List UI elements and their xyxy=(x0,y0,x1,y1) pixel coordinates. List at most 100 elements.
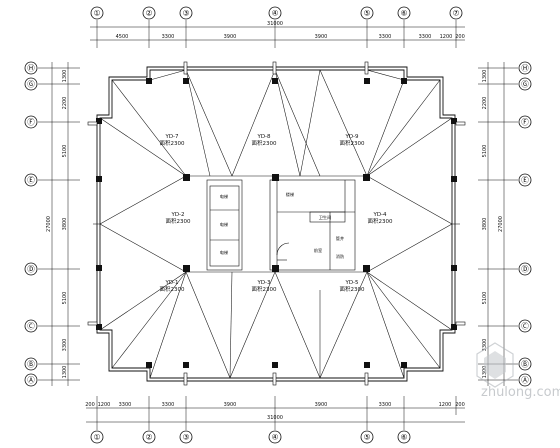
top-dim: 3300 xyxy=(379,34,392,40)
svg-text:⑦: ⑦ xyxy=(453,9,460,18)
left-dim: 3800 xyxy=(62,218,68,231)
watermark: zhulong.com xyxy=(476,342,560,400)
zone-division-lines xyxy=(93,69,460,379)
row-bubble-F-right: Ⓕ xyxy=(518,115,532,129)
svg-text:Ⓔ: Ⓔ xyxy=(27,176,35,185)
svg-text:Ⓕ: Ⓕ xyxy=(521,118,529,127)
svg-text:面积2300: 面积2300 xyxy=(368,218,393,225)
row-bubble-C-right: Ⓒ xyxy=(518,319,532,333)
zone-label: YD-4 面积2300 xyxy=(368,212,393,225)
room-label: 消防 xyxy=(336,253,344,260)
bottom-dim: 3300 xyxy=(119,402,132,408)
svg-text:Ⓑ: Ⓑ xyxy=(27,360,35,369)
structural-columns xyxy=(96,78,457,368)
svg-text:⑥: ⑥ xyxy=(401,9,408,18)
svg-text:YD-3: YD-3 xyxy=(256,280,271,286)
top-column-bubbles: ① ② ③ ④ ⑤ ⑥ ⑦ xyxy=(90,6,463,20)
column-bubble-2-bottom: ② xyxy=(142,430,156,444)
svg-text:面积2300: 面积2300 xyxy=(340,140,365,147)
right-dim: 5100 xyxy=(482,292,488,305)
svg-text:①: ① xyxy=(94,433,101,442)
bottom-dim: 1200 xyxy=(439,402,452,408)
bottom-dim: 200 xyxy=(85,402,95,408)
column-bubble-6-bottom: ⑥ xyxy=(397,430,411,444)
left-dim: 1300 xyxy=(62,70,68,83)
row-bubble-D-right: Ⓓ xyxy=(518,262,532,276)
watermark-logo-icon xyxy=(476,342,514,388)
svg-text:YD-5: YD-5 xyxy=(344,280,359,286)
row-bubble-A-right: Ⓐ xyxy=(518,373,532,387)
column-bubble-4-bottom: ④ xyxy=(268,430,282,444)
svg-text:④: ④ xyxy=(272,433,279,442)
svg-text:YD-1: YD-1 xyxy=(164,280,178,286)
svg-text:Ⓐ: Ⓐ xyxy=(521,376,529,385)
building-outline xyxy=(96,66,456,382)
svg-text:Ⓐ: Ⓐ xyxy=(27,376,35,385)
left-total-dimension: 27000 xyxy=(46,216,52,232)
column-bubble-1-bottom: ① xyxy=(90,430,104,444)
svg-text:YD-7: YD-7 xyxy=(164,134,179,140)
svg-text:面积2300: 面积2300 xyxy=(252,140,277,147)
svg-text:Ⓗ: Ⓗ xyxy=(27,64,35,73)
svg-text:Ⓒ: Ⓒ xyxy=(27,322,35,331)
zone-label: YD-8 面积2300 xyxy=(252,134,277,147)
bottom-column-bubbles: ① ② ③ ④ ⑤ ⑥ xyxy=(90,430,411,444)
top-segment-dimensions: 4500 3300 3900 3900 3300 3300 1200 200 xyxy=(116,34,465,40)
svg-text:YD-2: YD-2 xyxy=(170,212,184,218)
svg-text:①: ① xyxy=(94,9,101,18)
left-dim: 3300 xyxy=(62,339,68,352)
svg-text:面积2300: 面积2300 xyxy=(166,218,191,225)
column-bubble-3-bottom: ③ xyxy=(179,430,193,444)
svg-text:YD-8: YD-8 xyxy=(256,134,271,140)
row-bubble-E-right: Ⓔ xyxy=(518,173,532,187)
svg-text:⑤: ⑤ xyxy=(364,9,371,18)
top-dim: 3900 xyxy=(224,34,237,40)
bottom-dim: 200 xyxy=(455,402,465,408)
left-dim: 5100 xyxy=(62,145,68,158)
bottom-dim: 3300 xyxy=(379,402,392,408)
svg-text:②: ② xyxy=(146,9,153,18)
zone-label: YD-3 面积2300 xyxy=(252,280,277,293)
right-dim: 5100 xyxy=(482,145,488,158)
svg-text:Ⓔ: Ⓔ xyxy=(521,176,529,185)
row-bubble-C: Ⓒ xyxy=(24,319,38,333)
svg-text:面积2300: 面积2300 xyxy=(340,286,365,293)
right-row-bubbles: Ⓗ Ⓖ Ⓕ Ⓔ Ⓓ Ⓒ Ⓑ Ⓐ xyxy=(518,61,532,387)
zone-label: YD-9 面积2300 xyxy=(340,134,365,147)
top-dim: 200 xyxy=(455,34,465,40)
column-bubble-7: ⑦ xyxy=(449,6,463,20)
bottom-dim: 3300 xyxy=(162,402,175,408)
bottom-dim: 1200 xyxy=(98,402,111,408)
core-rooms: 电梯 电梯 电梯 前室 楼梯 管井 卫生间 消防 xyxy=(220,191,344,260)
building-core xyxy=(206,179,356,271)
column-bubble-5-bottom: ⑤ xyxy=(360,430,374,444)
row-bubble-E: Ⓔ xyxy=(24,173,38,187)
zone-label: YD-7 面积2300 xyxy=(160,134,185,147)
room-label: 电梯 xyxy=(220,249,228,256)
right-dim: 3300 xyxy=(482,339,488,352)
top-dim: 3300 xyxy=(162,34,175,40)
left-dim: 2200 xyxy=(62,97,68,110)
zone-labels: YD-7 面积2300 YD-8 面积2300 YD-9 面积2300 YD-2… xyxy=(160,134,393,293)
zone-label: YD-1 面积2300 xyxy=(160,280,185,293)
svg-text:面积2300: 面积2300 xyxy=(160,286,185,293)
row-bubble-H: Ⓗ xyxy=(24,61,38,75)
room-label: 前室 xyxy=(314,247,322,254)
column-bubble-2: ② xyxy=(142,6,156,20)
row-bubble-B: Ⓑ xyxy=(24,357,38,371)
left-dimension-lines xyxy=(38,62,80,386)
row-bubble-F: Ⓕ xyxy=(24,115,38,129)
left-segment-dimensions: 1300 2200 5100 3800 5100 3300 1300 xyxy=(62,70,68,379)
zone-label: YD-2 面积2300 xyxy=(166,212,191,225)
room-label: 楼梯 xyxy=(286,191,294,198)
svg-text:Ⓕ: Ⓕ xyxy=(27,118,35,127)
right-total-dimension: 27000 xyxy=(498,216,504,232)
top-dim: 3900 xyxy=(315,34,328,40)
svg-text:面积2300: 面积2300 xyxy=(160,140,185,147)
svg-text:Ⓓ: Ⓓ xyxy=(521,265,529,274)
right-segment-dimensions: 1300 2200 5100 3800 5100 3300 1300 xyxy=(482,70,488,379)
right-dim: 3800 xyxy=(482,218,488,231)
row-bubble-H-right: Ⓗ xyxy=(518,61,532,75)
row-bubble-A: Ⓐ xyxy=(24,373,38,387)
